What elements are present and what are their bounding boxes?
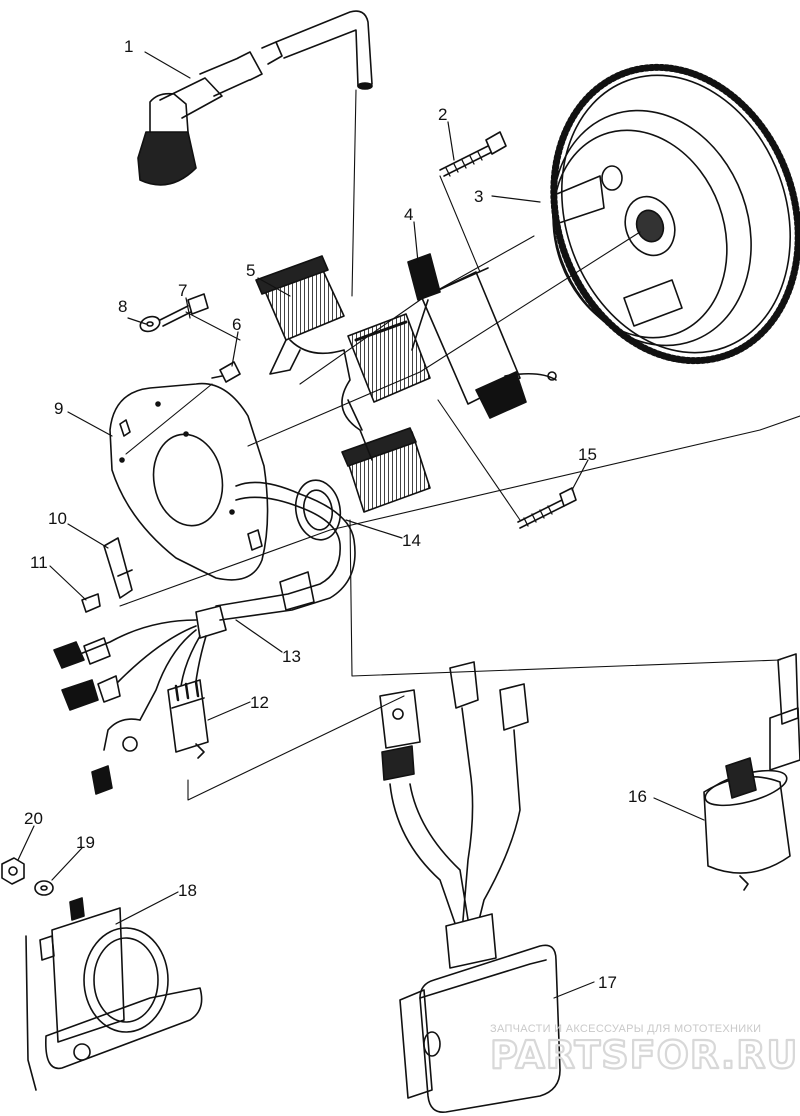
part-13-wire-harness bbox=[53, 481, 356, 795]
part-19-washer bbox=[34, 880, 54, 896]
part-20-nut bbox=[1, 857, 25, 885]
callout-16: 16 bbox=[628, 787, 647, 806]
part-5-stator-coils bbox=[255, 255, 431, 513]
part-11-screw bbox=[81, 593, 101, 613]
callout-19: 19 bbox=[76, 833, 95, 852]
callout-12: 12 bbox=[250, 693, 269, 712]
part-14-grommet bbox=[294, 479, 342, 541]
callout-14: 14 bbox=[402, 531, 421, 550]
part-9-stator-plate bbox=[109, 382, 269, 581]
callout-10: 10 bbox=[48, 509, 67, 528]
part-3-flywheel bbox=[550, 63, 800, 365]
callout-labels: 1 2 3 4 5 6 7 8 9 10 11 12 13 14 15 16 1… bbox=[24, 37, 647, 992]
assembly-lines bbox=[119, 89, 800, 801]
callout-9: 9 bbox=[54, 399, 63, 418]
callout-leaders bbox=[17, 51, 705, 999]
callout-17: 17 bbox=[598, 973, 617, 992]
part-12-connector bbox=[167, 679, 209, 759]
callout-1: 1 bbox=[124, 37, 133, 56]
callout-7: 7 bbox=[178, 281, 187, 300]
callout-15: 15 bbox=[578, 445, 597, 464]
callout-5: 5 bbox=[246, 261, 255, 280]
callout-18: 18 bbox=[178, 881, 197, 900]
callout-13: 13 bbox=[282, 647, 301, 666]
callout-6: 6 bbox=[232, 315, 241, 334]
callout-20: 20 bbox=[24, 809, 43, 828]
part-8-washer bbox=[139, 315, 161, 333]
watermark: ЗАПЧАСТИ И АКСЕССУАРЫ ДЛЯ МОТОТЕХНИКИ PA… bbox=[489, 1023, 799, 1078]
part-17-cdi-unit bbox=[379, 661, 561, 1113]
callout-2: 2 bbox=[438, 105, 447, 124]
watermark-tagline: ЗАПЧАСТИ И АКСЕССУАРЫ ДЛЯ МОТОТЕХНИКИ bbox=[490, 1023, 761, 1035]
part-4-pulser-coil bbox=[407, 253, 557, 419]
part-15-bolt bbox=[517, 487, 577, 529]
part-6-screw bbox=[211, 361, 241, 383]
callout-11: 11 bbox=[30, 553, 48, 572]
part-10-bracket bbox=[103, 537, 133, 599]
callout-3: 3 bbox=[474, 187, 483, 206]
watermark-brand: PARTSFOR.RU bbox=[490, 1033, 798, 1077]
part-18-starter-solenoid bbox=[25, 897, 203, 1091]
callout-4: 4 bbox=[404, 205, 413, 224]
part-7-screw bbox=[159, 293, 209, 327]
callout-8: 8 bbox=[118, 297, 127, 316]
part-16-ignition-coil bbox=[703, 653, 800, 891]
part-2-bolt bbox=[439, 131, 507, 177]
part-1-spark-plug-cap bbox=[137, 10, 373, 186]
